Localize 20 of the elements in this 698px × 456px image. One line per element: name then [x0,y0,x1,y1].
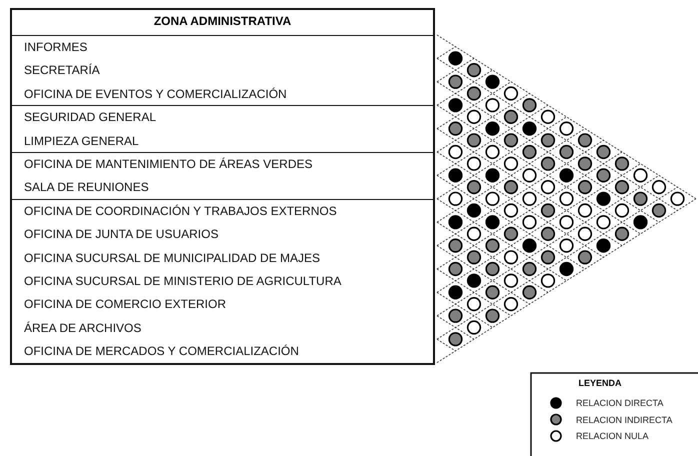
area-name: OFICINA DE EVENTOS Y COMERCIALIZACIÓN [23,86,287,103]
area-name: SECRETARÍA [23,62,100,80]
legend-label: RELACION DIRECTA [576,397,664,409]
area-name: OFICINA DE MERCADOS Y COMERCIALIZACIÓN [23,343,299,360]
area-name: ÁREA DE ARCHIVOS [23,320,142,337]
area-name: LIMPIEZA GENERAL [23,132,139,150]
area-name: OFICINA SUCURSAL DE MUNICIPALIDAD DE MAJES [23,250,320,267]
area-name: SEGURIDAD GENERAL [23,109,156,126]
area-name: OFICINA DE MANTENIMIENTO DE ÁREAS VERDES [23,156,312,173]
area-name: INFORMES [23,39,88,56]
legend-title: LEYENDA [577,378,622,388]
table-box [10,8,435,365]
area-name: OFICINA DE COMERCIO EXTERIOR [23,296,226,314]
area-name: OFICINA DE JUNTA DE USUARIOS [23,226,218,244]
table-header: ZONA ADMINISTRATIVA [152,13,292,30]
legend-label: RELACION INDIRECTA [576,414,672,426]
area-name: SALA DE REUNIONES [23,179,149,196]
legend-label: RELACION NULA [576,430,649,442]
area-name: OFICINA SUCURSAL DE MINISTERIO DE AGRICULTURA [23,272,342,290]
area-name: OFICINA DE COORDINACIÓN Y TRABAJOS EXTERNOS [23,202,337,220]
